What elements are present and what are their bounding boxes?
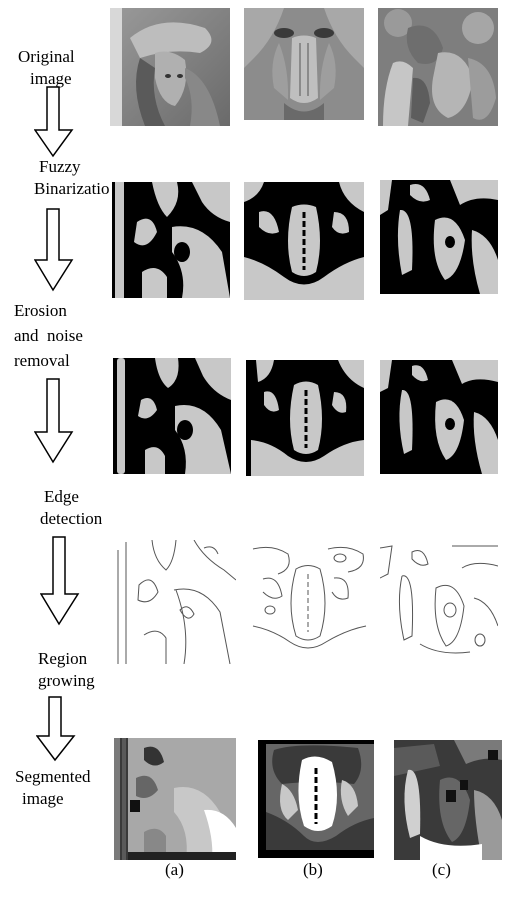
edge-detection-b: [248, 544, 368, 666]
down-arrow-icon: [40, 536, 80, 626]
down-arrow-icon: [36, 696, 76, 762]
fuzzy-binarization-b: [244, 182, 364, 300]
fuzzy-binarization-a: [112, 182, 230, 298]
original-image-b: [244, 8, 364, 120]
erosion-noise-removal-b: [246, 360, 364, 476]
label-original: Original image: [18, 47, 75, 88]
label-segmented-image: Segmented image: [15, 767, 91, 808]
label-edge-detection: Edge detection: [40, 487, 103, 528]
label-region-growing: Region growing: [38, 649, 95, 690]
original-image-c: [378, 8, 498, 126]
edge-detection-c: [380, 544, 498, 664]
label-erosion-noise-removal: Erosion and noise removal: [14, 301, 83, 370]
erosion-noise-removal-a: [113, 358, 231, 474]
column-caption-c: (c): [432, 860, 451, 879]
down-arrow-icon: [34, 208, 74, 292]
down-arrow-icon: [34, 86, 74, 158]
edge-detection-a: [114, 540, 236, 664]
segmented-image-a: [114, 738, 236, 860]
down-arrow-icon: [34, 378, 74, 464]
segmented-image-c: [394, 740, 502, 860]
column-caption-a: (a): [165, 860, 184, 879]
erosion-noise-removal-c: [380, 360, 498, 474]
fuzzy-binarization-c: [380, 180, 498, 294]
column-caption-b: (b): [303, 860, 323, 879]
segmented-image-b: [258, 740, 374, 858]
label-fuzzy-binarization: Fuzzy Binarizatio: [34, 157, 110, 198]
original-image-a: [110, 8, 230, 126]
